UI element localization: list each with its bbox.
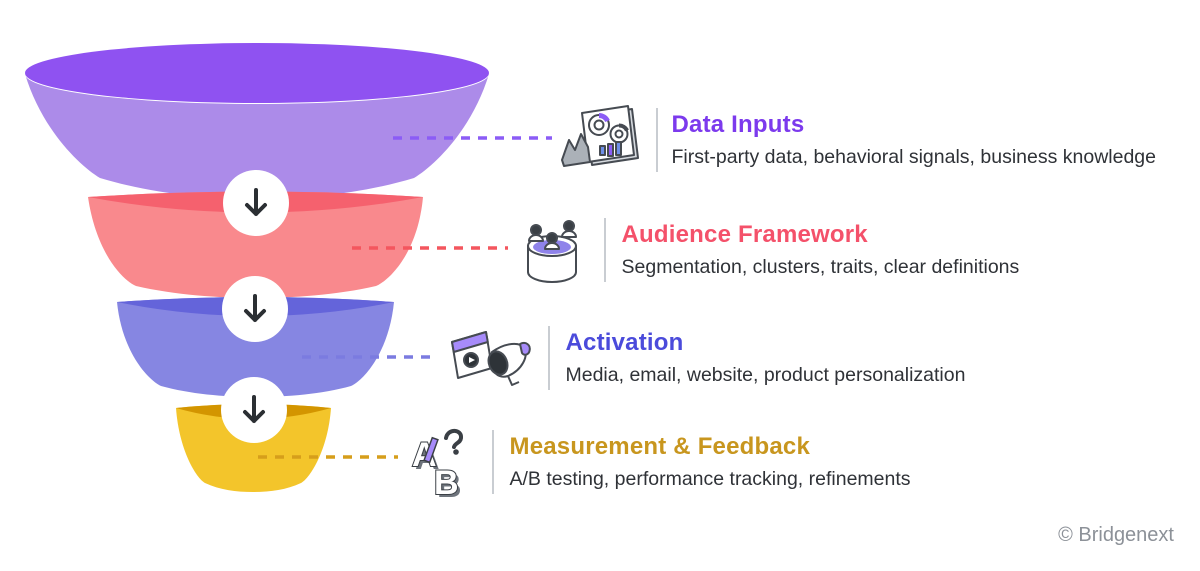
dashboard-gauges-icon — [556, 100, 642, 180]
stage-title: Data Inputs — [671, 111, 805, 138]
megaphone-icon — [444, 318, 532, 398]
divider — [492, 430, 494, 494]
divider — [548, 326, 550, 390]
stage-row-audience-framework: Audience Framework Segmentation, cluster… — [516, 210, 1019, 290]
funnel-stage-2-body — [88, 191, 423, 298]
stage-subtitle: Media, email, website, product personali… — [565, 364, 966, 386]
divider — [656, 108, 658, 172]
down-arrow-icon — [245, 188, 267, 216]
audience-cylinder-icon — [516, 210, 588, 290]
svg-text:B: B — [434, 464, 459, 502]
funnel-stage-1-body — [25, 74, 489, 199]
flow-arrow-3 — [221, 377, 287, 443]
divider — [604, 218, 606, 282]
flow-arrow-1 — [223, 170, 289, 236]
stage-title: Measurement & Feedback — [509, 433, 811, 460]
copyright-watermark: © Bridgenext — [1058, 524, 1174, 546]
funnel-stage-3-body — [117, 297, 394, 397]
down-arrow-icon — [244, 294, 266, 322]
stage-subtitle: A/B testing, performance tracking, refin… — [509, 468, 911, 490]
ab-testing-icon: A A B B — [404, 422, 476, 502]
down-arrow-icon — [243, 395, 265, 423]
stage-title: Activation — [565, 329, 684, 356]
stage-row-measurement-feedback: A A B B Measurement & Feedback A/B testi… — [404, 422, 911, 502]
stage-subtitle: First-party data, behavioral signals, bu… — [671, 146, 1157, 168]
stage-subtitle: Segmentation, clusters, traits, clear de… — [621, 256, 1020, 278]
funnel-stage-1-top — [25, 43, 489, 103]
stage-title: Audience Framework — [621, 221, 868, 248]
stage-row-activation: Activation Media, email, website, produc… — [444, 318, 965, 398]
funnel-graphic — [25, 43, 552, 492]
funnel-stage-4-body — [176, 404, 331, 492]
stage-row-data-inputs: Data Inputs First-party data, behavioral… — [556, 100, 1156, 180]
svg-text:B: B — [437, 467, 462, 502]
flow-arrow-2 — [222, 276, 288, 342]
